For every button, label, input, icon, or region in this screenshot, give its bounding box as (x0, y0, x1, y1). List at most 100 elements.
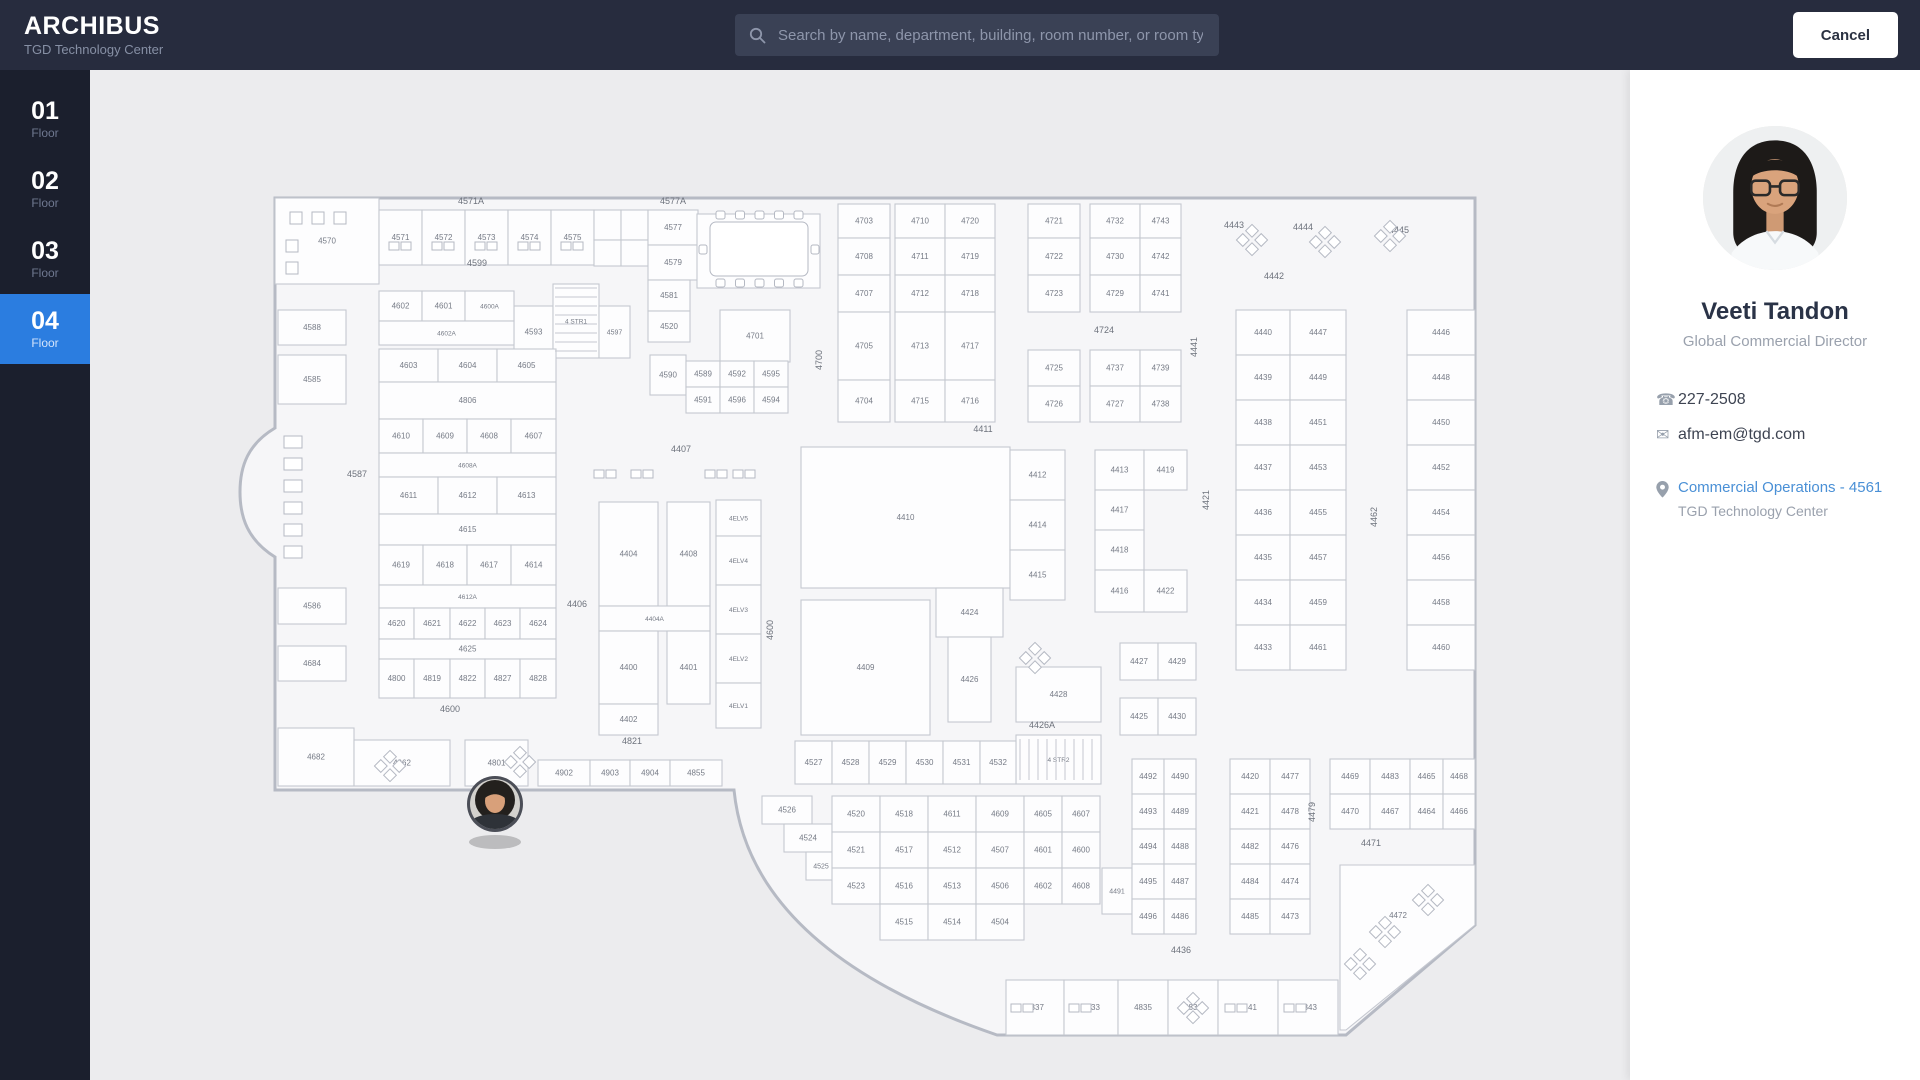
room-4716[interactable]: 4716 (944, 379, 996, 423)
room-4705[interactable]: 4705 (837, 311, 891, 381)
room-4478[interactable]: 4478 (1269, 793, 1311, 830)
room-4472[interactable]: 4472 (1339, 864, 1476, 1031)
room-4902[interactable]: 4902 (537, 759, 591, 787)
room-4741[interactable]: 4741 (1139, 274, 1182, 313)
room-4516[interactable]: 4516 (879, 867, 929, 905)
room-4ELV5[interactable]: 4ELV5 (715, 499, 762, 537)
room-4526[interactable]: 4526 (761, 795, 813, 825)
room-4512[interactable]: 4512 (927, 831, 977, 869)
room-4437[interactable]: 4437 (1235, 444, 1291, 491)
room-4532[interactable]: 4532 (979, 740, 1017, 785)
room-4601[interactable]: 4601 (421, 290, 466, 322)
room-4828[interactable]: 4828 (519, 658, 557, 699)
room-4ELV4[interactable]: 4ELV4 (715, 535, 762, 586)
room-4415[interactable]: 4415 (1009, 549, 1066, 601)
room-4426[interactable]: 4426 (947, 636, 992, 723)
room-4485[interactable]: 4485 (1229, 898, 1271, 935)
room-4464[interactable]: 4464 (1409, 793, 1444, 830)
room-4722[interactable]: 4722 (1027, 237, 1081, 276)
room-4402[interactable]: 4402 (598, 703, 659, 736)
room-4594[interactable]: 4594 (753, 386, 789, 414)
room-unlabeled[interactable] (620, 209, 649, 241)
room-4574[interactable]: 4574 (507, 209, 552, 266)
room-4453[interactable]: 4453 (1289, 444, 1347, 491)
room-4623[interactable]: 4623 (484, 607, 521, 640)
room-4421[interactable]: 4421 (1229, 793, 1271, 830)
room-4612A[interactable]: 4612A (378, 584, 557, 609)
room-4408[interactable]: 4408 (666, 501, 711, 607)
room-4486[interactable]: 4486 (1163, 898, 1197, 935)
room-4611[interactable]: 4611 (378, 476, 439, 515)
room-4581[interactable]: 4581 (647, 279, 691, 312)
room-4608A[interactable]: 4608A (378, 452, 557, 478)
room-4592[interactable]: 4592 (719, 360, 755, 388)
room-4448[interactable]: 4448 (1406, 354, 1476, 401)
room-4413[interactable]: 4413 (1094, 449, 1145, 491)
room-4742[interactable]: 4742 (1139, 237, 1182, 276)
room-4903[interactable]: 4903 (589, 759, 631, 787)
room-4440[interactable]: 4440 (1235, 309, 1291, 356)
room-4427[interactable]: 4427 (1119, 642, 1159, 681)
room-4612[interactable]: 4612 (437, 476, 498, 515)
room-4614[interactable]: 4614 (510, 544, 557, 586)
room-4488[interactable]: 4488 (1163, 828, 1197, 865)
room-4682[interactable]: 4682 (277, 727, 355, 787)
room-4456[interactable]: 4456 (1406, 534, 1476, 581)
room-4608[interactable]: 4608 (466, 418, 512, 454)
room-4468[interactable]: 4468 (1442, 758, 1476, 795)
room-4506[interactable]: 4506 (975, 867, 1025, 905)
room-4608[interactable]: 4608 (1061, 867, 1101, 905)
room-4710[interactable]: 4710 (894, 203, 946, 239)
room-4491[interactable]: 4491 (1101, 867, 1133, 915)
room-4579[interactable]: 4579 (647, 244, 699, 281)
room-4521[interactable]: 4521 (831, 831, 881, 869)
room-4613[interactable]: 4613 (496, 476, 557, 515)
room-4465[interactable]: 4465 (1409, 758, 1444, 795)
room-4530[interactable]: 4530 (905, 740, 944, 785)
room-4514[interactable]: 4514 (927, 903, 977, 941)
room-4504[interactable]: 4504 (975, 903, 1025, 941)
room-4469[interactable]: 4469 (1329, 758, 1371, 795)
room-4455[interactable]: 4455 (1289, 489, 1347, 536)
room-4400[interactable]: 4400 (598, 630, 659, 705)
room-4600[interactable]: 4600 (1061, 831, 1101, 869)
room-4449[interactable]: 4449 (1289, 354, 1347, 401)
room-4525[interactable]: 4525 (805, 851, 837, 881)
room-4701[interactable]: 4701 (719, 309, 791, 363)
room-4719[interactable]: 4719 (944, 237, 996, 276)
room-4607[interactable]: 4607 (510, 418, 557, 454)
room-4429[interactable]: 4429 (1157, 642, 1197, 681)
room-4855[interactable]: 4855 (669, 759, 723, 787)
room-4454[interactable]: 4454 (1406, 489, 1476, 536)
room-4507[interactable]: 4507 (975, 831, 1025, 869)
room-4ELV1[interactable]: 4ELV1 (715, 682, 762, 729)
room-4618[interactable]: 4618 (422, 544, 468, 586)
room-4428[interactable]: 4428 (1015, 666, 1102, 723)
room-4621[interactable]: 4621 (413, 607, 451, 640)
room-4493[interactable]: 4493 (1131, 793, 1165, 830)
room-4420[interactable]: 4420 (1229, 758, 1271, 795)
room-4484[interactable]: 4484 (1229, 863, 1271, 900)
room-4410[interactable]: 4410 (800, 446, 1011, 589)
room-4602[interactable]: 4602 (1023, 867, 1063, 905)
room-4490[interactable]: 4490 (1163, 758, 1197, 795)
room-4492[interactable]: 4492 (1131, 758, 1165, 795)
room-4482[interactable]: 4482 (1229, 828, 1271, 865)
room-4609[interactable]: 4609 (422, 418, 468, 454)
room-4575[interactable]: 4575 (550, 209, 595, 266)
room-4822[interactable]: 4822 (449, 658, 486, 699)
room-unlabeled[interactable] (620, 239, 649, 267)
room-4489[interactable]: 4489 (1163, 793, 1197, 830)
room-4617[interactable]: 4617 (466, 544, 512, 586)
room-4434[interactable]: 4434 (1235, 579, 1291, 626)
room-4602A[interactable]: 4602A (378, 320, 515, 346)
room-4473[interactable]: 4473 (1269, 898, 1311, 935)
room-4603[interactable]: 4603 (378, 348, 439, 383)
room-4835[interactable]: 4835 (1117, 979, 1169, 1036)
room-4401[interactable]: 4401 (666, 630, 711, 705)
room-4524[interactable]: 4524 (783, 823, 833, 853)
